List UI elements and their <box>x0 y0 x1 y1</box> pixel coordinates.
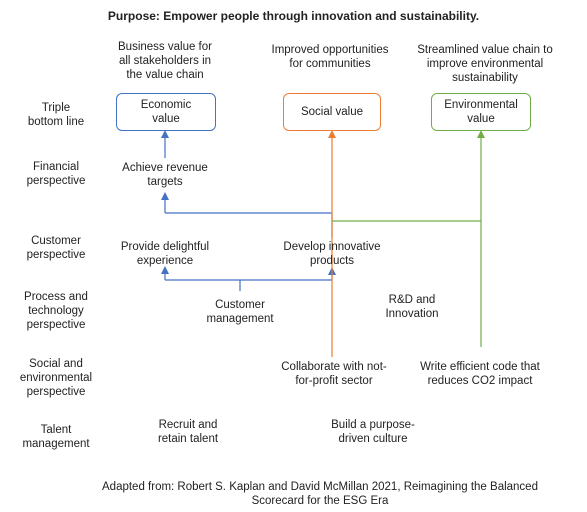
node-collaborate-nonprofit: Collaborate with not-for-profit sector <box>281 361 387 387</box>
node-purpose-culture: Build a purpose-driven culture <box>331 419 415 445</box>
social-value-box: Social value <box>283 93 381 131</box>
diagram-title: Purpose: Empower people through innovati… <box>107 9 480 23</box>
source-citation: Adapted from: Robert S. Kaplan and David… <box>102 481 538 507</box>
